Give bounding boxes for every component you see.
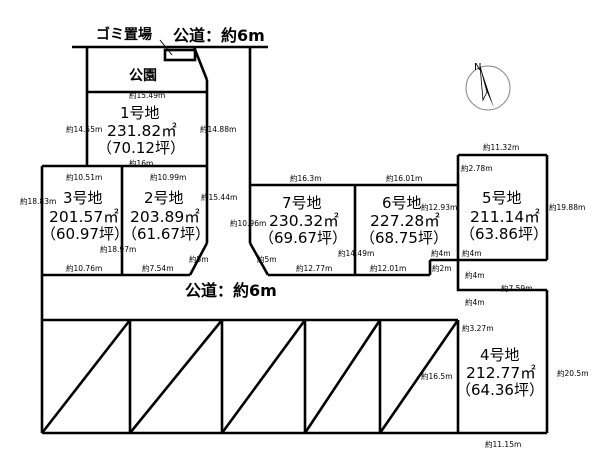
- dim-label: 約19.88m: [549, 202, 585, 212]
- dim-label: 約4m: [462, 248, 482, 258]
- road-right-steps: [456, 260, 547, 292]
- lot3-area: 201.57㎡: [49, 208, 119, 226]
- dim-label: 約10.76m: [66, 263, 102, 273]
- lot6-area: 227.28㎡: [370, 212, 440, 230]
- dim-label: 約15.49m: [129, 90, 165, 100]
- garbage-leader-line: [159, 39, 173, 56]
- dim-label: 約10.96m: [230, 218, 266, 228]
- dim-label: 約3.27m: [462, 323, 494, 333]
- lot2-corner-cut: [188, 242, 209, 276]
- dim-label: 約5m: [189, 254, 209, 264]
- dim-label: 約12.01m: [370, 263, 406, 273]
- middle-road-label: 公道：約6m: [185, 281, 277, 300]
- lot1-number: 1号地: [120, 104, 160, 122]
- lot7-area: 230.32㎡: [269, 212, 339, 230]
- dim-label: 約7.59m: [501, 283, 533, 293]
- dim-label: 約16.01m: [386, 173, 422, 183]
- dim-label: 約15.44m: [201, 192, 237, 202]
- diag-5: [378, 319, 460, 434]
- lot5-area: 211.14㎡: [470, 208, 540, 226]
- dim-label: 約10.99m: [150, 172, 186, 182]
- dim-label: 約18.97m: [100, 244, 136, 254]
- lot5-number: 5号地: [482, 189, 522, 207]
- lot4-tsubo: （64.36坪）: [456, 381, 544, 399]
- lot2-area: 203.89㎡: [130, 208, 200, 226]
- lot7-corner-cut: [248, 242, 270, 276]
- garbage-area: [163, 48, 197, 62]
- lot5-tsubo: （63.86坪）: [460, 225, 548, 243]
- diag-2: [128, 319, 224, 434]
- lot3-number: 3号地: [63, 189, 103, 207]
- dim-label: 約10.51m: [66, 172, 102, 182]
- diag-4: [303, 319, 382, 434]
- lot6-number: 6号地: [382, 194, 422, 212]
- dim-label: 約2m: [432, 263, 452, 273]
- lot7-number: 7号地: [282, 194, 322, 212]
- dim-label: 約11.32m: [483, 142, 519, 152]
- north-arrow-icon: [465, 65, 511, 111]
- dim-label: 約16.3m: [290, 173, 322, 183]
- diag-1: [40, 319, 132, 434]
- dim-label: 約12.93m: [421, 202, 457, 212]
- dim-label: 約4m: [465, 297, 485, 307]
- dim-label: 約4m: [465, 270, 485, 280]
- dim-label: 約14.55m: [66, 124, 102, 134]
- top-road-label: 公道：約6m: [173, 26, 265, 45]
- lot6-tsubo: （68.75坪）: [360, 229, 448, 247]
- dim-label: 約2.78m: [461, 163, 493, 173]
- dim-label: 約7.54m: [142, 263, 174, 273]
- diag-3: [220, 319, 307, 434]
- dim-label: 約11.15m: [485, 439, 521, 449]
- dim-label: 約12.77m: [296, 263, 332, 273]
- dim-label: 約14.88m: [200, 124, 236, 134]
- park-label: 公園: [129, 68, 157, 84]
- lot2-number: 2号地: [144, 189, 184, 207]
- lot1-area: 231.82㎡: [107, 122, 177, 140]
- dim-label: 約5m: [257, 254, 277, 264]
- lot2-tsubo: （61.67坪）: [122, 225, 210, 243]
- lot7-tsubo: （69.67坪）: [259, 229, 347, 247]
- lot1-tsubo: （70.12坪）: [97, 139, 185, 157]
- dim-label: 約16m: [129, 158, 153, 168]
- dim-label: 約16.5m: [421, 371, 453, 381]
- dim-label: 約18.83m: [20, 196, 56, 206]
- dim-label: 約20.5m: [557, 368, 589, 378]
- dim-label: 約14.49m: [338, 248, 374, 258]
- garbage-label: ゴミ置場: [96, 26, 152, 43]
- lot4-number: 4号地: [480, 346, 520, 364]
- lot4-area: 212.77㎡: [466, 364, 536, 382]
- dim-label: 約4m: [431, 248, 451, 258]
- compass-letter: N: [474, 62, 481, 73]
- lot3-tsubo: （60.97坪）: [41, 225, 129, 243]
